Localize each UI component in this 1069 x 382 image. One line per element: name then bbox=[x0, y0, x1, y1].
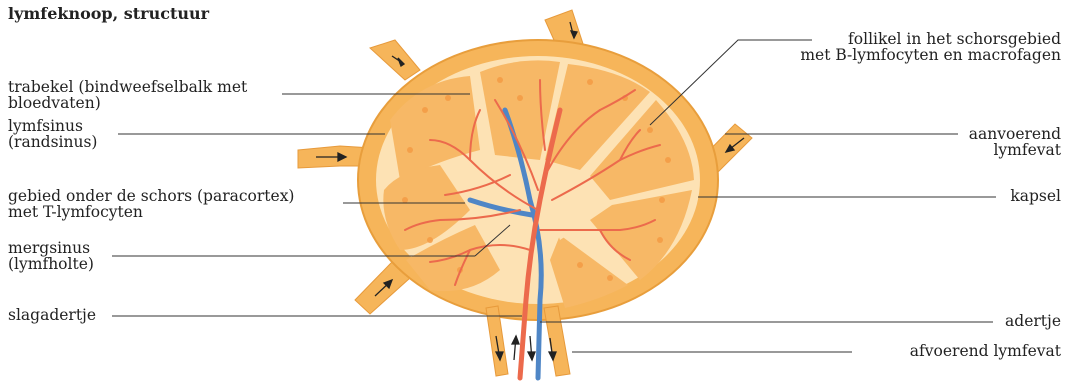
label-paracortex-line1: gebied onder de schors (paracortex) bbox=[8, 188, 294, 204]
label-kapsel-line1: kapsel bbox=[1010, 188, 1061, 204]
label-afvoerend-line1: afvoerend lymfevat bbox=[910, 343, 1061, 359]
label-follikel: follikel in het schorsgebied met B-lymfo… bbox=[800, 31, 1061, 63]
label-paracortex: gebied onder de schors (paracortex) met … bbox=[8, 188, 294, 220]
label-adertje-line1: adertje bbox=[1005, 313, 1061, 329]
label-adertje: adertje bbox=[1005, 313, 1061, 329]
label-lymfsinus-line1: lymfsinus bbox=[8, 118, 97, 134]
label-slagadertje: slagadertje bbox=[8, 307, 96, 323]
label-mergsinus-line2: (lymfholte) bbox=[8, 256, 94, 272]
label-trabekel: trabekel (bindweefselbalk met bloedvaten… bbox=[8, 79, 247, 111]
label-lymfsinus: lymfsinus (randsinus) bbox=[8, 118, 97, 150]
label-trabekel-line2: bloedvaten) bbox=[8, 95, 247, 111]
label-trabekel-line1: trabekel (bindweefselbalk met bbox=[8, 79, 247, 95]
label-slagadertje-line1: slagadertje bbox=[8, 307, 96, 323]
label-paracortex-line2: met T-lymfocyten bbox=[8, 204, 294, 220]
label-kapsel: kapsel bbox=[1010, 188, 1061, 204]
label-lymfsinus-line2: (randsinus) bbox=[8, 134, 97, 150]
label-aanvoerend: aanvoerend lymfevat bbox=[969, 126, 1061, 158]
label-afvoerend: afvoerend lymfevat bbox=[910, 343, 1061, 359]
label-aanvoerend-line2: lymfevat bbox=[969, 142, 1061, 158]
label-aanvoerend-line1: aanvoerend bbox=[969, 126, 1061, 142]
label-follikel-line1: follikel in het schorsgebied bbox=[800, 31, 1061, 47]
label-mergsinus-line1: mergsinus bbox=[8, 240, 94, 256]
label-mergsinus: mergsinus (lymfholte) bbox=[8, 240, 94, 272]
label-follikel-line2: met B-lymfocyten en macrofagen bbox=[800, 47, 1061, 63]
